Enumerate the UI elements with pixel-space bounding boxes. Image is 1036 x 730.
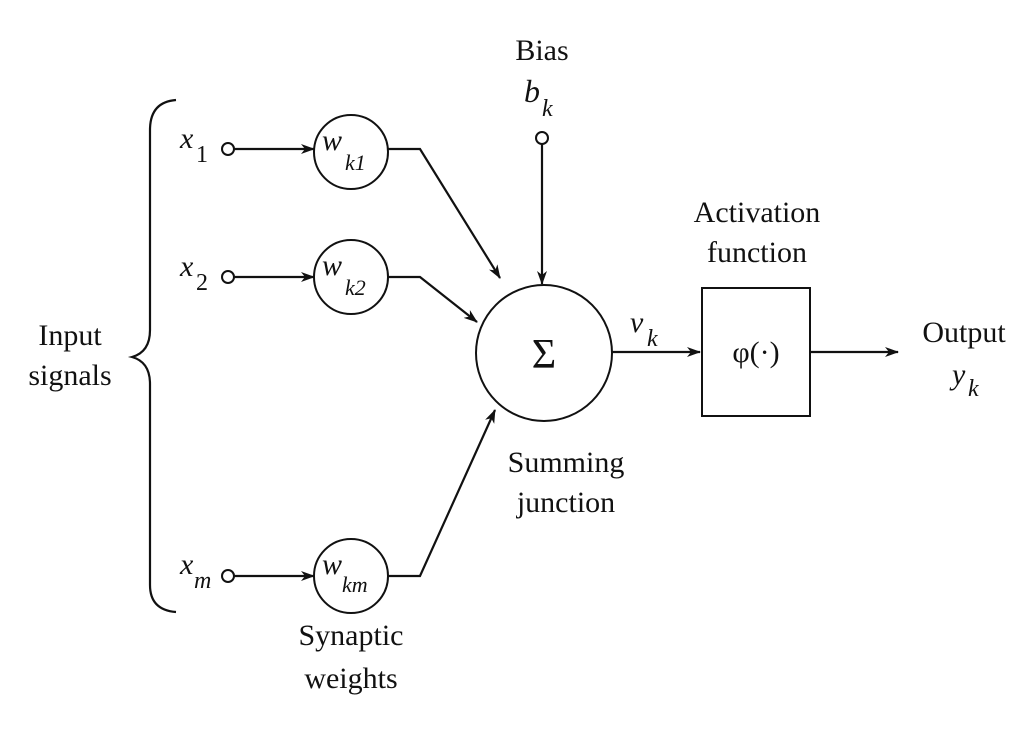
svg-text:x: x — [179, 548, 194, 581]
input-signals-label-1: Input — [38, 319, 102, 352]
weight-to-sum-arrow — [388, 409, 497, 578]
vk-subscript: k — [647, 326, 658, 352]
synaptic-weights-label-2: weights — [304, 662, 397, 695]
bias-terminal — [535, 131, 549, 145]
input-signals-label-2: signals — [28, 359, 111, 392]
svg-text:km: km — [342, 572, 368, 597]
output-subscript: k — [968, 376, 979, 402]
svg-text:w: w — [322, 548, 342, 581]
svg-text:2: 2 — [196, 270, 208, 296]
input-terminal — [221, 270, 235, 284]
svg-text:x: x — [179, 250, 194, 283]
vk-symbol: v — [630, 306, 644, 339]
svg-text:w: w — [322, 249, 342, 282]
output-symbol: y — [949, 358, 966, 391]
bias-subscript: k — [542, 96, 553, 122]
summing-label-2: junction — [516, 486, 615, 519]
svg-text:k2: k2 — [345, 275, 366, 300]
bias-symbol: b — [524, 73, 540, 109]
activation-label-1: Activation — [694, 196, 821, 229]
weight-node — [313, 114, 389, 190]
input-m: x m w km — [179, 409, 497, 614]
weight-to-sum-arrow — [388, 147, 501, 279]
svg-text:x: x — [179, 122, 194, 155]
weight-to-sum-arrow — [388, 275, 478, 323]
synaptic-weights-label-1: Synaptic — [299, 619, 404, 652]
activation-box — [701, 287, 811, 417]
svg-text:w: w — [322, 124, 342, 157]
input-2: x 2 w k2 — [179, 239, 478, 323]
sigma-symbol: Σ — [532, 332, 556, 378]
svg-text:m: m — [194, 568, 211, 594]
svg-text:1: 1 — [196, 142, 208, 168]
bias-label: Bias — [515, 34, 568, 67]
input-brace — [127, 98, 177, 614]
phi-symbol: φ(·) — [732, 336, 779, 369]
svg-text:k1: k1 — [345, 150, 366, 175]
input-terminal — [221, 142, 235, 156]
output-label: Output — [922, 316, 1006, 349]
summing-label-1: Summing — [508, 446, 625, 479]
activation-label-2: function — [707, 236, 807, 269]
input-terminal — [221, 569, 235, 583]
input-1: x 1 w k1 — [179, 114, 501, 279]
